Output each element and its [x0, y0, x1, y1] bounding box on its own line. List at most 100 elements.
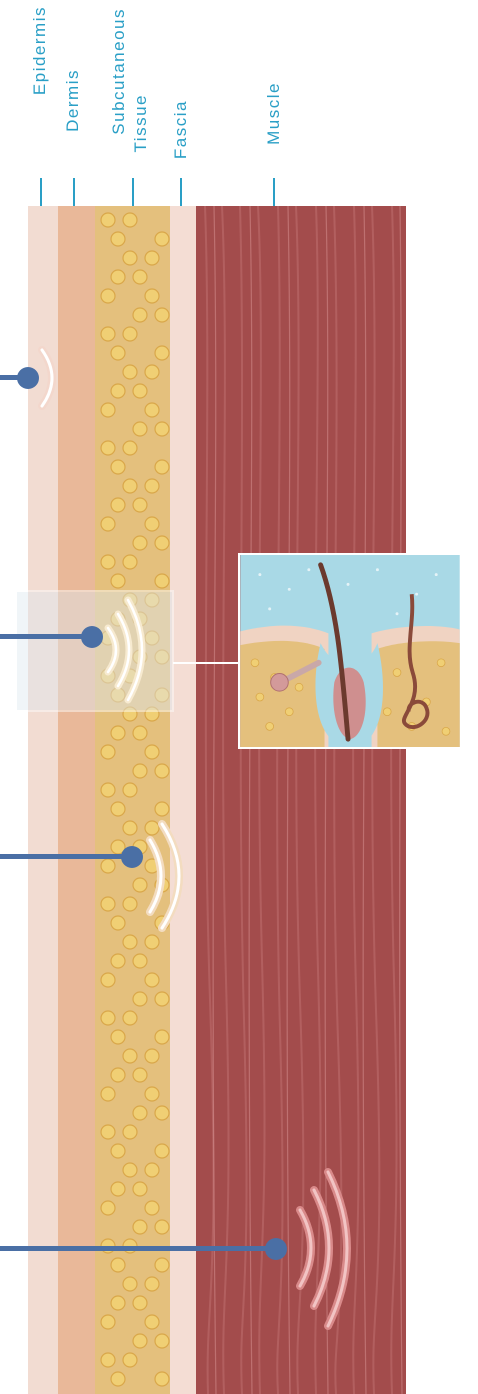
dermis-texture: [60, 206, 93, 1394]
fat-globule: [145, 1087, 159, 1101]
fat-globule: [111, 460, 125, 474]
fat-globule: [145, 821, 159, 835]
fat-globule: [145, 517, 159, 531]
fat-globule: [155, 764, 169, 778]
fat-globule: [123, 1353, 137, 1367]
fat-globule: [133, 954, 147, 968]
fat-globule: [155, 1106, 169, 1120]
fat-globule: [101, 1201, 115, 1215]
fat-globule: [133, 992, 147, 1006]
fat-globule: [123, 213, 137, 227]
fat-globule: [101, 859, 115, 873]
fat-globule: [145, 1163, 159, 1177]
fat-globule: [133, 498, 147, 512]
fat-globule: [155, 460, 169, 474]
fat-globule: [101, 1125, 115, 1139]
fat-globule: [123, 1049, 137, 1063]
fat-globule: [101, 783, 115, 797]
fat-globule: [155, 422, 169, 436]
fat-globule: [155, 232, 169, 246]
fat-globule: [123, 1125, 137, 1139]
fat-globule: [133, 308, 147, 322]
probe-epidermis-dot: [17, 367, 39, 389]
fat-globule: [155, 1258, 169, 1272]
fat-globule: [123, 821, 137, 835]
fat-globule: [133, 270, 147, 284]
fat-globule: [133, 422, 147, 436]
fat-globule: [111, 346, 125, 360]
fat-globule: [145, 1049, 159, 1063]
fat-globule: [111, 384, 125, 398]
fat-globule: [101, 1087, 115, 1101]
fat-globule: [111, 916, 125, 930]
fat-globule: [111, 954, 125, 968]
fat-globule: [101, 897, 115, 911]
fat-globule: [145, 251, 159, 265]
fat-globule: [133, 1182, 147, 1196]
fat-globule: [111, 1144, 125, 1158]
fat-globule: [111, 1030, 125, 1044]
fat-globule: [133, 764, 147, 778]
fat-globule: [123, 555, 137, 569]
probe-dermis-dot: [81, 626, 103, 648]
fat-globule: [133, 1220, 147, 1234]
fat-globules: [101, 213, 169, 1386]
fat-globule: [145, 289, 159, 303]
fat-globule: [133, 1068, 147, 1082]
fat-globule: [145, 745, 159, 759]
fat-globule: [145, 403, 159, 417]
probe-dermis-line: [0, 634, 84, 639]
fat-globule: [155, 802, 169, 816]
fat-globule: [123, 1277, 137, 1291]
fat-globule: [155, 1334, 169, 1348]
fat-globule: [133, 1296, 147, 1310]
fat-globule: [111, 1372, 125, 1386]
fat-globule: [101, 441, 115, 455]
fat-globule: [155, 1220, 169, 1234]
probe-muscle-line: [0, 1246, 268, 1251]
fat-globule: [145, 1201, 159, 1215]
fat-globule: [155, 1030, 169, 1044]
fat-globule: [155, 308, 169, 322]
fat-globule: [111, 1182, 125, 1196]
fat-globule: [111, 1068, 125, 1082]
fat-globule: [133, 1106, 147, 1120]
fat-globule: [155, 1372, 169, 1386]
fat-globule: [145, 973, 159, 987]
fat-globule: [111, 232, 125, 246]
fat-globule: [111, 802, 125, 816]
fat-globule: [133, 384, 147, 398]
probe-subcutaneous-dot: [121, 846, 143, 868]
fat-globule: [111, 498, 125, 512]
fat-globule: [123, 897, 137, 911]
fat-globule: [101, 1011, 115, 1025]
fat-globule: [101, 1353, 115, 1367]
fat-globule: [111, 270, 125, 284]
probe-subcutaneous-line: [0, 854, 126, 859]
fat-globule: [111, 1296, 125, 1310]
fat-globule: [133, 1334, 147, 1348]
fat-globule: [101, 517, 115, 531]
fat-globule: [155, 536, 169, 550]
fat-globule: [133, 726, 147, 740]
fat-globule: [145, 935, 159, 949]
fat-globule: [123, 935, 137, 949]
fat-globule: [111, 574, 125, 588]
fat-globule: [145, 1277, 159, 1291]
fat-globule: [145, 1315, 159, 1329]
wave-arcs-epidermis: [42, 350, 52, 406]
wave-arcs-subcutaneous: [150, 824, 179, 928]
fat-globule: [101, 555, 115, 569]
fat-globule: [123, 479, 137, 493]
fat-globule: [101, 403, 115, 417]
fat-globule: [155, 1144, 169, 1158]
zoom-highlight-box: [16, 591, 173, 711]
fat-globule: [123, 365, 137, 379]
fat-globule: [133, 536, 147, 550]
fat-globule: [145, 479, 159, 493]
fat-globule: [123, 1163, 137, 1177]
fat-globule: [101, 1315, 115, 1329]
fat-globule: [145, 365, 159, 379]
fat-globule: [123, 1011, 137, 1025]
fat-globule: [123, 783, 137, 797]
